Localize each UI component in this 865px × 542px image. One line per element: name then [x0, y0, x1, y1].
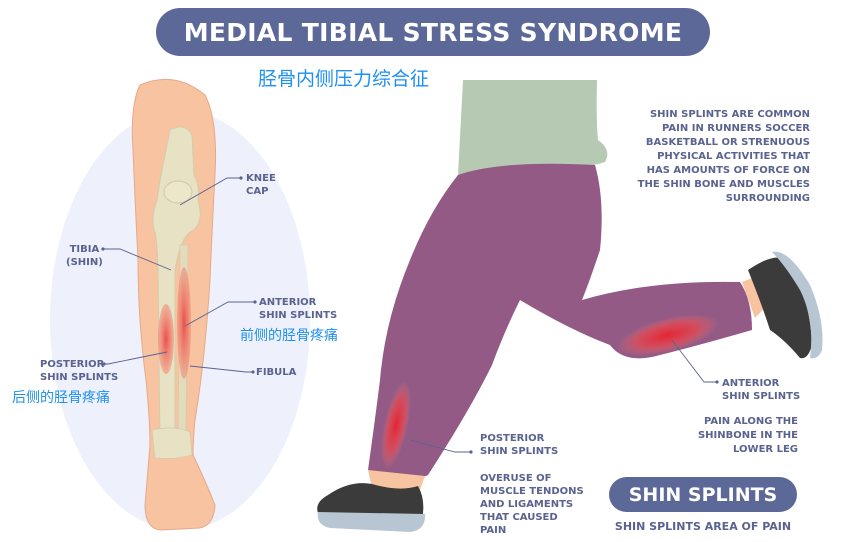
label-posterior-chinese: 后侧的胫骨疼痛: [12, 390, 110, 406]
kneecap: [163, 180, 193, 204]
sole-front: [772, 251, 823, 359]
label-tibia: TIBIA (SHIN): [66, 244, 103, 268]
ankle-back: [368, 470, 425, 490]
runner-desc-posterior: OVERUSE OF MUSCLE TENDONS AND LIGAMENTS …: [480, 473, 584, 536]
label-anterior-shin-splints: ANTERIOR SHIN SPLINTS: [259, 297, 338, 321]
leggings: [368, 163, 752, 479]
page-title-chinese: 胫骨内侧压力综合征: [258, 68, 430, 90]
shoe-back: [317, 483, 424, 520]
label-knee-cap: KNEE CAP: [246, 173, 276, 197]
ankle-bones: [151, 427, 193, 459]
runner-leader-lines: [409, 339, 716, 453]
shin-splints-caption: SHIN SPLINTS AREA OF PAIN: [614, 520, 792, 533]
runner-figure: [317, 80, 823, 532]
pain-area-posterior: [158, 304, 174, 374]
label-anterior-chinese: 前侧的胫骨疼痛: [240, 328, 338, 344]
shirt: [458, 80, 608, 175]
label-posterior-shin-splints: POSTERIOR SHIN SPLINTS: [40, 359, 119, 383]
pain-area-runner-anterior: [617, 314, 719, 356]
shin-splints-badge: SHIN SPLINTS: [609, 477, 797, 512]
label-fibula: FIBULA: [256, 367, 297, 378]
sole-back: [317, 512, 426, 532]
runner-label-anterior: ANTERIOR SHIN SPLINTS: [722, 378, 801, 402]
anatomy-leg-figure: [131, 78, 217, 531]
pain-area-anterior: [177, 267, 191, 379]
page-title: MEDIAL TIBIAL STRESS SYNDROME: [156, 8, 710, 56]
runner-label-posterior: POSTERIOR SHIN SPLINTS: [480, 433, 559, 457]
pain-area-runner-posterior: [380, 380, 412, 470]
intro-paragraph: SHIN SPLINTS ARE COMMON PAIN IN RUNNERS …: [637, 109, 810, 204]
runner-desc-anterior: PAIN ALONG THE SHINBONE IN THE LOWER LEG: [697, 416, 798, 455]
